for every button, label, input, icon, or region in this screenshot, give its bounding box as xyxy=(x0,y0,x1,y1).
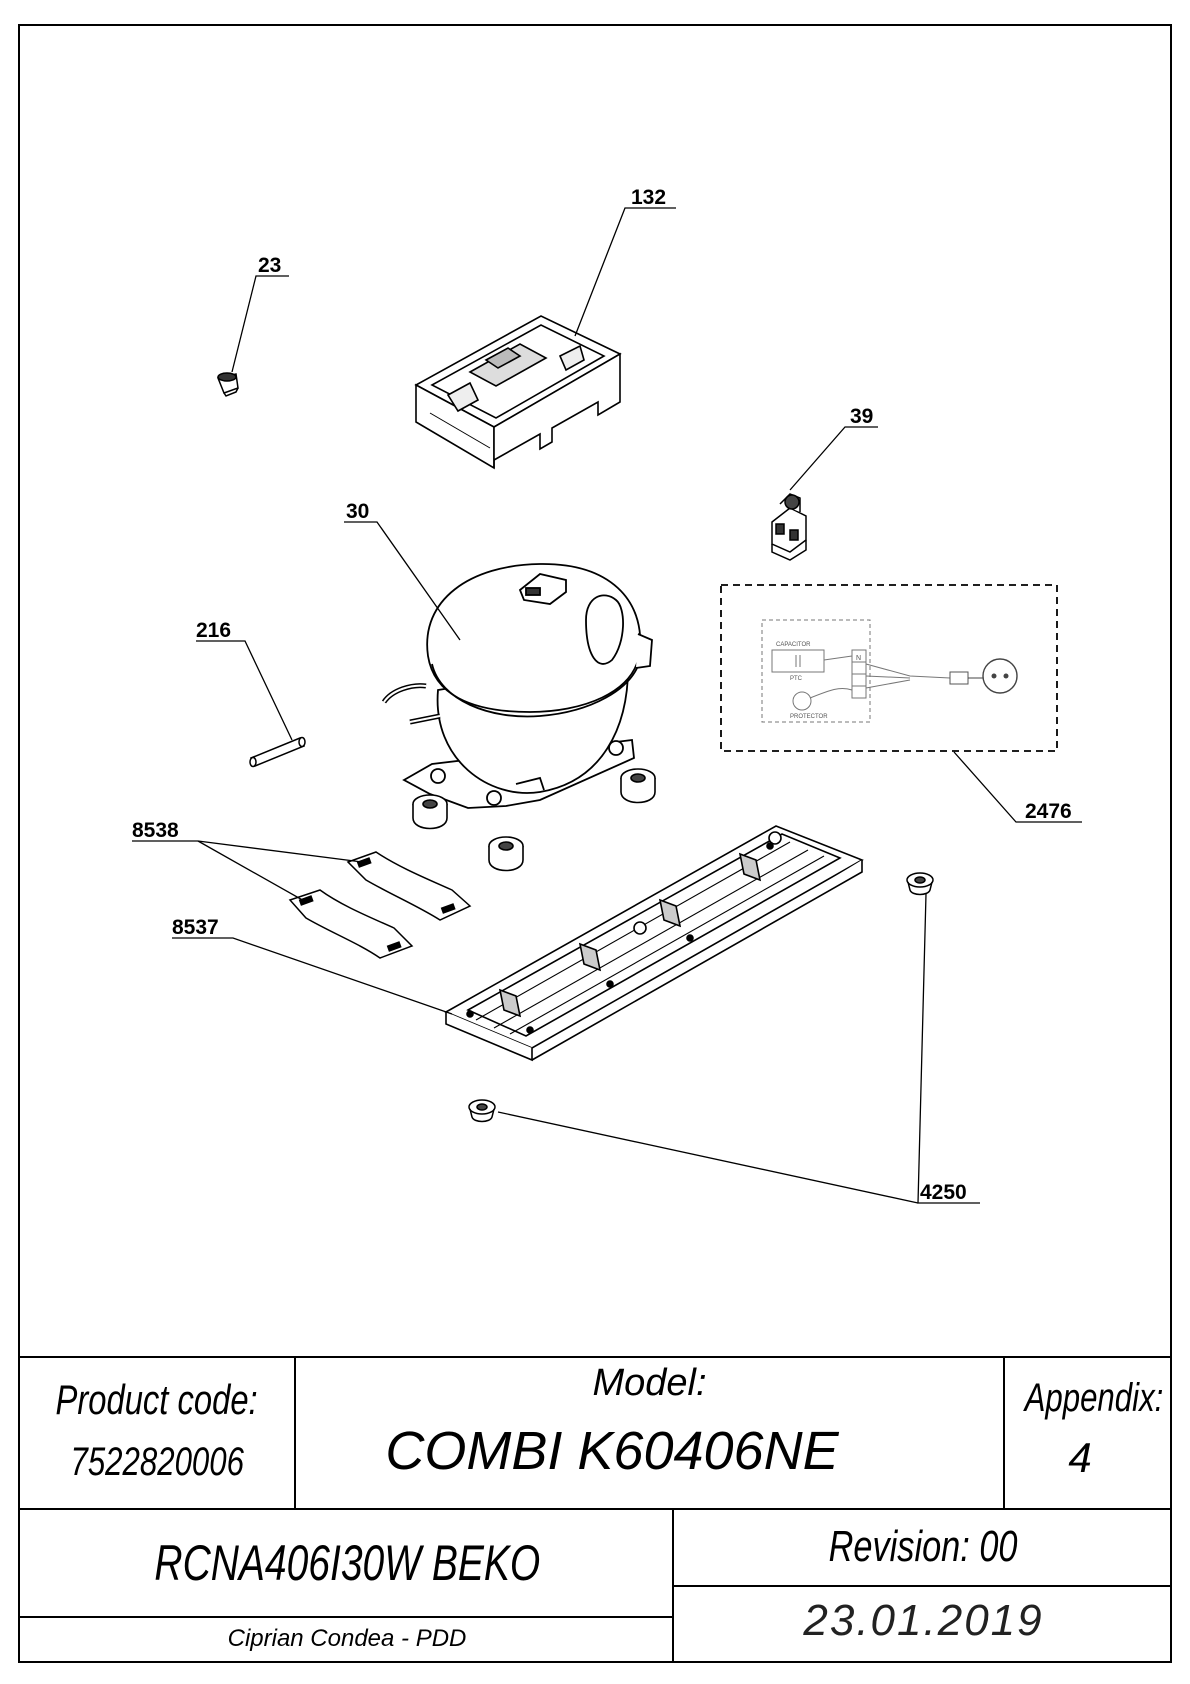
callout-8537: 8537 xyxy=(172,916,219,939)
label-protector: PROTECTOR xyxy=(790,714,828,720)
leader-132 xyxy=(574,207,676,337)
date: 23.01.2019 xyxy=(803,1596,1044,1645)
appendix-label: Appendix: xyxy=(1024,1376,1164,1420)
leader-4250-b xyxy=(497,1111,919,1204)
label-capacitor: CAPACITOR xyxy=(776,642,811,648)
part-39-relay xyxy=(771,493,807,561)
leader-8537 xyxy=(172,937,453,1015)
model-label: Model: xyxy=(592,1362,707,1404)
callout-2476: 2476 xyxy=(1025,800,1072,823)
product-code-value: 7522820006 xyxy=(70,1440,244,1484)
leader-216 xyxy=(196,640,293,741)
callout-132: 132 xyxy=(631,186,666,209)
leader-lines xyxy=(132,207,1082,1204)
part-4250-grommets xyxy=(468,872,934,1123)
leader-23 xyxy=(231,275,289,373)
leader-30 xyxy=(344,521,461,641)
model-value: COMBI K60406NE xyxy=(385,1421,839,1481)
callout-4250: 4250 xyxy=(920,1181,967,1204)
product-code-label: Product code: xyxy=(55,1376,259,1423)
callout-216: 216 xyxy=(196,619,231,642)
leader-8538-b xyxy=(197,840,307,903)
rubber-grommets xyxy=(412,768,656,872)
leader-8538-a xyxy=(132,840,363,863)
title-block-grid xyxy=(19,1356,1171,1662)
author: Ciprian Condea - PDD xyxy=(227,1625,467,1652)
part-216-pin xyxy=(249,736,306,768)
revision: Revision: 00 xyxy=(829,1522,1018,1571)
part-23-plug xyxy=(216,372,239,397)
leader-2476 xyxy=(953,751,1082,823)
part-2476-wiring: CAPACITOR PTC PROTECTOR N xyxy=(720,584,1058,752)
callout-23: 23 xyxy=(258,254,281,277)
label-ptc: PTC xyxy=(790,676,803,682)
part-8537-base-rails xyxy=(444,825,864,1062)
callout-8538: 8538 xyxy=(132,819,179,842)
leader-39 xyxy=(789,426,878,491)
label-terminal-n: N xyxy=(856,655,861,662)
callout-30: 30 xyxy=(346,500,369,523)
sheet-border xyxy=(18,24,1172,1663)
part-30-compressor xyxy=(381,563,653,809)
part-8538-pads xyxy=(288,851,472,959)
leader-4250-a xyxy=(917,893,980,1204)
part-132-cover-box xyxy=(414,315,622,470)
appendix-value: 4 xyxy=(1068,1434,1092,1481)
variant-name: RCNA406I30W BEKO xyxy=(154,1535,540,1591)
callout-39: 39 xyxy=(850,405,873,428)
